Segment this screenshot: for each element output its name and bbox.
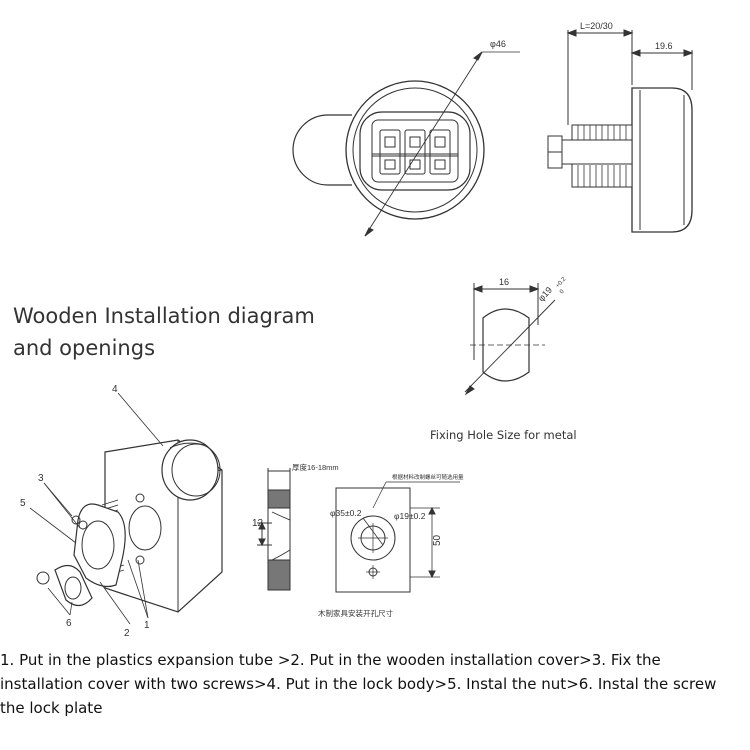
bore-large-label: φ35±0.2 — [330, 508, 362, 518]
callout-2: 2 — [124, 628, 130, 639]
metal-hole-caption: Fixing Hole Size for metal — [430, 428, 577, 442]
hole-width-label: 16 — [499, 277, 509, 287]
callout-5: 5 — [20, 498, 26, 509]
thickness-section — [257, 468, 291, 591]
thickness-label: 厚度16-18mm — [292, 462, 339, 472]
depth-label: 19.6 — [655, 41, 673, 51]
height-50-label: 50 — [432, 534, 443, 546]
metal-hole-view — [464, 283, 556, 396]
length-label: L=20/30 — [580, 21, 613, 31]
hole-tolerance-upper: +0.2 — [555, 276, 568, 289]
wood-opening-caption: 木制家具安装开孔尺寸 — [318, 608, 393, 618]
lock-side-view — [547, 29, 694, 233]
opening-plan — [335, 481, 460, 593]
thickness-12-label: 12 — [252, 518, 264, 529]
bore-small-label: φ19±0.2 — [394, 511, 426, 521]
section-title: Wooden Installation diagram and openings — [13, 300, 315, 364]
installation-steps: 1. Put in the plastics expansion tube >2… — [0, 651, 717, 717]
title-line-2: and openings — [13, 336, 156, 360]
material-note: 根据材料改制螺丝可随选用量 — [392, 473, 464, 481]
callout-1: 1 — [144, 620, 150, 631]
lock-front-view — [292, 51, 520, 237]
callout-6: 6 — [66, 618, 72, 629]
title-line-1: Wooden Installation diagram — [13, 304, 315, 328]
callout-3: 3 — [38, 473, 44, 484]
callout-4: 4 — [112, 384, 118, 395]
hole-tolerance-lower: 0 — [559, 288, 566, 295]
exploded-view — [29, 392, 223, 625]
hole-diameter-label: φ19 — [536, 285, 554, 303]
lock-diameter-label: φ46 — [490, 39, 506, 49]
installation-diagram: φ46 L=20/30 19.6 16 φ19 +0.2 0 厚度16-18mm… — [20, 21, 694, 639]
